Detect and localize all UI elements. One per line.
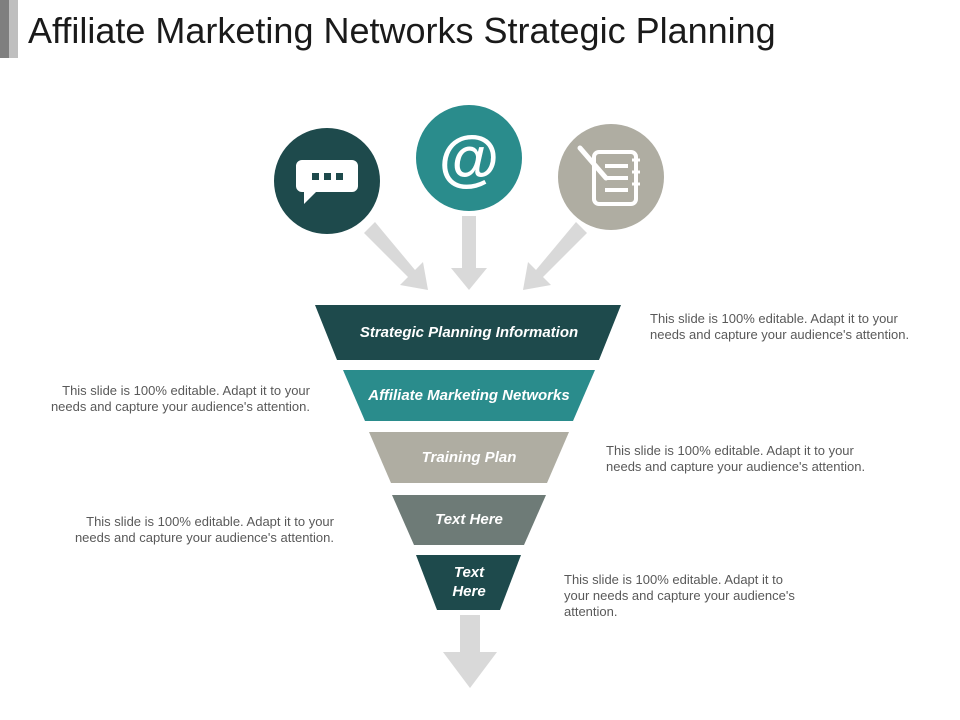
description-1: This slide is 100% editable. Adapt it to… [650, 311, 910, 342]
center-down-arrow [451, 216, 487, 290]
funnel-label-4: Text Here [435, 511, 503, 528]
funnel-segment-4 [392, 495, 546, 545]
chat-bubble-icon [296, 160, 358, 204]
title-accent-bar [0, 0, 20, 58]
funnel-segment-3 [369, 432, 569, 483]
notebook-circle [558, 124, 664, 230]
left-diagonal-arrow [364, 222, 428, 290]
funnel-label-2: Affiliate Marketing Networks [368, 387, 570, 404]
right-diagonal-arrow [523, 222, 587, 290]
at-circle: @ [416, 105, 522, 211]
funnel-label-3: Training Plan [421, 449, 517, 466]
slide-title: Affiliate Marketing Networks Strategic P… [28, 10, 776, 51]
bottom-down-arrow [443, 615, 497, 688]
funnel-segment-1 [315, 305, 621, 360]
funnel-label-5: Text Here [424, 563, 514, 601]
funnel-segment-5 [416, 555, 521, 610]
at-sign-glyph: @ [439, 124, 499, 193]
description-3: This slide is 100% editable. Adapt it to… [606, 443, 866, 474]
funnel-label-1: Strategic Planning Information [359, 324, 579, 341]
at-sign-icon: @ [439, 124, 499, 193]
funnel-label-5-line-1: Text [453, 564, 485, 581]
funnel-label-5-line-2: Here [452, 583, 486, 600]
funnel-segment-2 [343, 370, 595, 421]
description-4: This slide is 100% editable. Adapt it to… [74, 514, 334, 545]
accent-bar-dark [0, 0, 9, 58]
accent-bar-light [9, 0, 18, 58]
chat-circle [274, 128, 380, 234]
description-5: This slide is 100% editable. Adapt it to… [564, 572, 795, 619]
description-2: This slide is 100% editable. Adapt it to… [50, 383, 310, 414]
notebook-icon [577, 145, 640, 206]
